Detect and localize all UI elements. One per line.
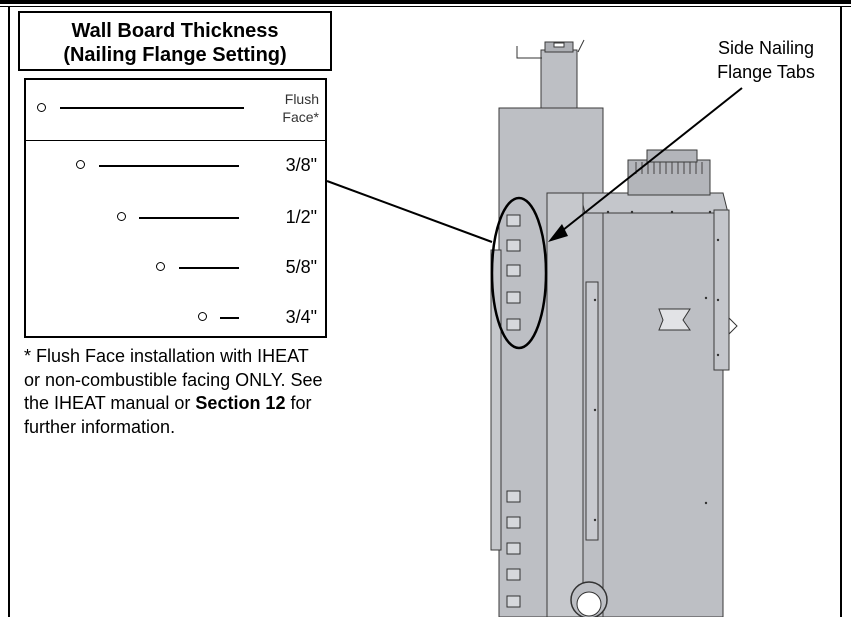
- top-vent-cap: [646, 149, 698, 163]
- flue-collar-tab: [553, 42, 565, 48]
- flange-tab-lower-1: [506, 490, 521, 503]
- setting-label-3-4: 3/4": [285, 307, 317, 327]
- setting-line-flush: [60, 107, 244, 109]
- setting-line-3-4: [220, 317, 239, 319]
- callout-line-1: Side Nailing: [717, 38, 815, 58]
- unit-right-body: [602, 192, 724, 617]
- right-border: [840, 6, 842, 617]
- top-border-inner: [0, 6, 851, 7]
- flange-tab-upper-4: [506, 291, 521, 304]
- connector-line: [326, 180, 493, 243]
- flange-tab-upper-3: [506, 264, 521, 277]
- side-slot: [585, 281, 599, 541]
- left-side-panel: [490, 249, 502, 551]
- footnote-text-1: * Flush Face installation with IHEAT or …: [24, 346, 323, 413]
- flue-pipe: [540, 49, 578, 111]
- top-housing: [579, 192, 729, 214]
- mount-bracket: [658, 308, 691, 331]
- table-divider: [26, 140, 325, 141]
- inner-panel: [546, 192, 584, 617]
- top-border: [0, 0, 851, 4]
- flush-label-2: Face*: [282, 109, 319, 125]
- setting-hole-flush: [37, 103, 46, 112]
- setting-hole-3-8: [76, 160, 85, 169]
- left-border: [8, 6, 10, 617]
- setting-line-1-2: [139, 217, 239, 219]
- flange-setting-table: Flush Face* 3/8" 1/2" 5/8" 3/4": [24, 78, 327, 338]
- callout-line-2: Flange Tabs: [717, 62, 815, 82]
- top-vent: [627, 159, 711, 196]
- section-reference: Section 12: [195, 393, 286, 413]
- flange-tab-upper-1: [506, 214, 521, 227]
- callout-label: Side Nailing Flange Tabs: [706, 36, 826, 84]
- flange-tab-upper-2: [506, 239, 521, 252]
- flange-tab-upper-5: [506, 318, 521, 331]
- callout-arrowhead: [548, 224, 568, 242]
- flange-tab-lower-3: [506, 542, 521, 555]
- right-flange: [713, 209, 730, 371]
- setting-label-5-8: 5/8": [285, 257, 317, 277]
- setting-label-1-2: 1/2": [285, 207, 317, 227]
- title-line-1: Wall Board Thickness: [71, 20, 279, 42]
- bottom-port-inner: [576, 591, 602, 617]
- setting-label-3-8: 3/8": [285, 155, 317, 175]
- footnote-text-2: for further information.: [24, 393, 312, 437]
- footnote: * Flush Face installation with IHEAT or …: [24, 345, 324, 439]
- flange-tabs-highlight: [490, 196, 548, 350]
- callout-arrow-line: [557, 87, 743, 235]
- flange-tab-lower-2: [506, 516, 521, 529]
- setting-line-3-8: [99, 165, 239, 167]
- setting-hole-3-4: [198, 312, 207, 321]
- side-latch: [728, 316, 738, 336]
- title-box: Wall Board Thickness (Nailing Flange Set…: [18, 11, 332, 71]
- flush-label-1: Flush: [284, 91, 319, 107]
- setting-line-5-8: [179, 267, 239, 269]
- flange-tab-lower-4: [506, 568, 521, 581]
- setting-hole-1-2: [117, 212, 126, 221]
- setting-hole-5-8: [156, 262, 165, 271]
- title-line-2: (Nailing Flange Setting): [63, 44, 287, 66]
- flange-tab-lower-5: [506, 595, 521, 608]
